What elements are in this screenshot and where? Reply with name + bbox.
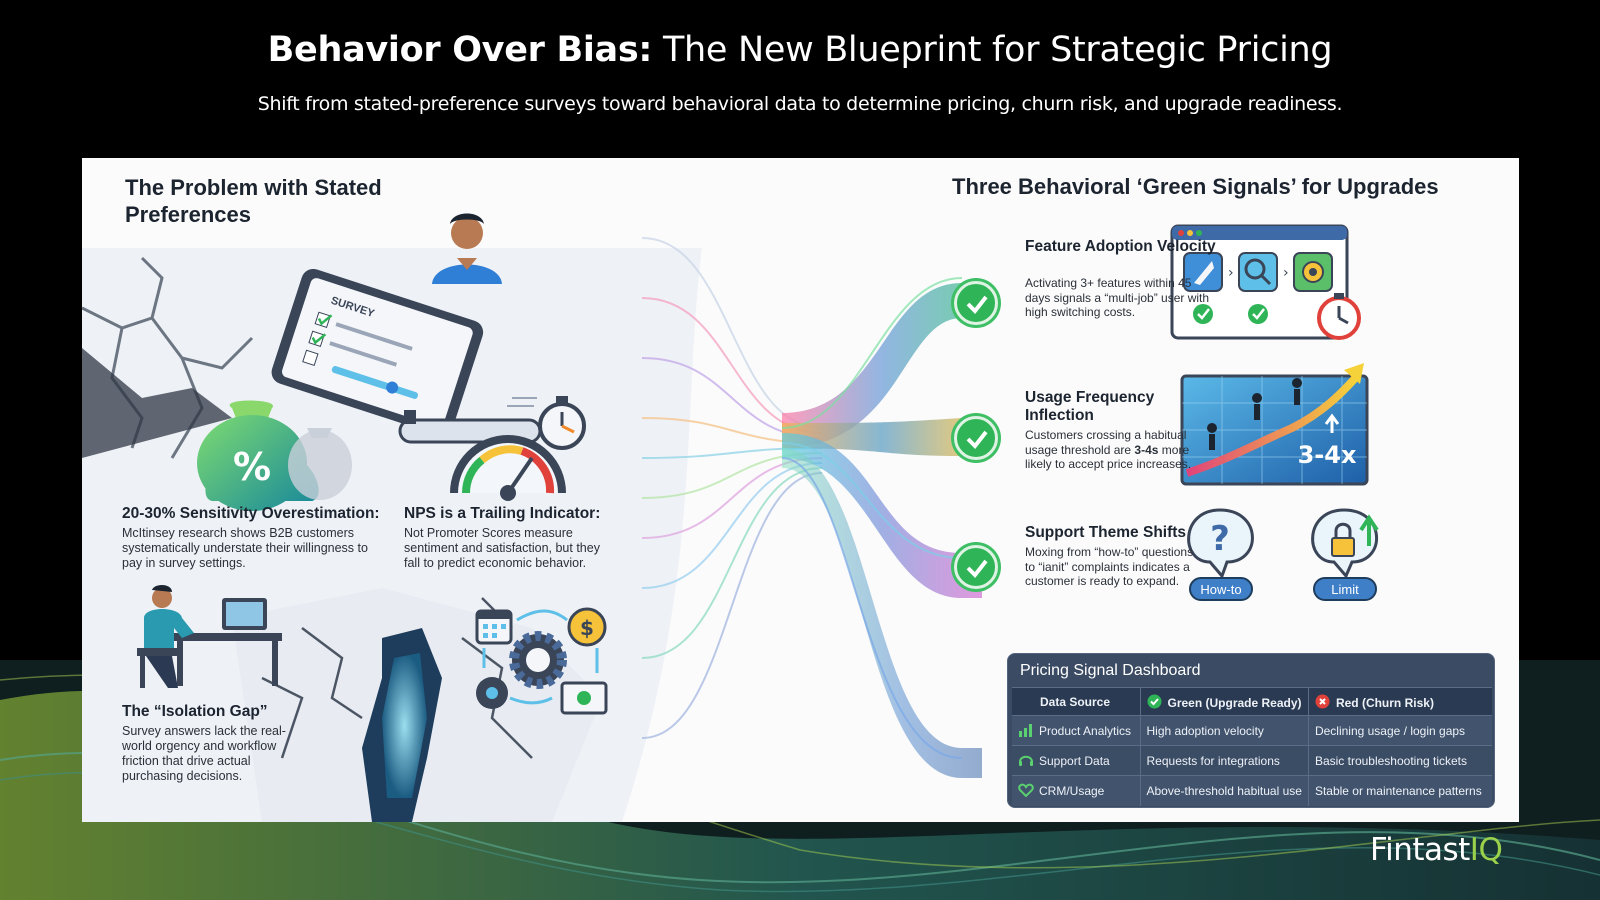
signal-title-feature: Feature Adoption Velocity bbox=[1025, 238, 1216, 255]
nps-gauge-icon bbox=[398, 410, 566, 501]
nps-title: NPS is a Trailing Indicator: bbox=[404, 505, 601, 522]
panel-illustration: SURVEY % bbox=[82, 213, 1379, 822]
isolation-text: Survey answers lack the real-world orgen… bbox=[122, 724, 286, 783]
table-cell: Product Analytics bbox=[1012, 715, 1141, 746]
table-cell: High adoption velocity bbox=[1140, 715, 1309, 746]
stopwatch-icon bbox=[507, 396, 586, 450]
bar-chart-icon bbox=[1018, 723, 1034, 737]
pricing-signal-dashboard: Pricing Signal Dashboard Data Source Gre… bbox=[1007, 653, 1495, 808]
signals-heading: Three Behavioral ‘Green Signals’ for Upg… bbox=[952, 174, 1439, 199]
ribbon-feature bbox=[782, 283, 982, 448]
how-to-label: How-to bbox=[1200, 582, 1241, 597]
feature-adoption-window-icon: › › bbox=[1170, 224, 1361, 340]
table-cell: CRM/Usage bbox=[1012, 775, 1141, 806]
check-icon bbox=[954, 281, 998, 325]
sensitivity-title: 20-30% Sensitivity Overestimation: bbox=[122, 505, 380, 522]
table-row: Product Analytics High adoption velocity… bbox=[1012, 715, 1492, 746]
problem-heading: The Problem with Stated Preferences bbox=[125, 175, 382, 227]
main-panel: SURVEY % bbox=[82, 158, 1519, 822]
table-row: CRM/Usage Above-threshold habitual use S… bbox=[1012, 775, 1492, 806]
column-header: Data Source bbox=[1012, 687, 1141, 716]
svg-text:$: $ bbox=[580, 616, 594, 640]
usage-growth-chart-icon: 3-4x bbox=[1180, 363, 1369, 486]
survey-tablet-icon: SURVEY bbox=[271, 268, 484, 436]
table-cell: Above-threshold habitual use bbox=[1140, 775, 1309, 806]
sensitivity-text: McItinsey research shows B2B customers s… bbox=[122, 526, 368, 570]
signal-text-usage: Customers crossing a habitual usage thre… bbox=[1025, 428, 1192, 471]
svg-text:?: ? bbox=[1210, 519, 1230, 559]
cracked-ground-bottom bbox=[232, 588, 602, 822]
table-row: Support Data Requests for integrations B… bbox=[1012, 745, 1492, 776]
svg-text:›: › bbox=[1228, 265, 1234, 281]
multiplier-label: 3-4x bbox=[1298, 441, 1357, 469]
limit-bubble-icon: Limit bbox=[1311, 508, 1379, 601]
table-cell: Stable or maintenance patterns bbox=[1308, 775, 1492, 806]
headset-icon bbox=[1018, 753, 1034, 767]
page-subtitle: Shift from stated-preference surveys tow… bbox=[257, 93, 1343, 115]
workflow-cycle-icon: $ bbox=[475, 607, 608, 715]
dashboard-table: Data Source Green (Upgrade Ready) Red (C… bbox=[1012, 687, 1492, 806]
how-to-bubble-icon: ? How-to bbox=[1187, 508, 1254, 601]
check-circle-icon bbox=[1147, 694, 1163, 708]
signal-title-support: Support Theme Shifts bbox=[1025, 524, 1187, 541]
x-circle-icon bbox=[1315, 694, 1331, 708]
signal-text-support: Moxing from “how-to” questions to “ianit… bbox=[1025, 545, 1194, 588]
signal-text-feature: Activating 3+ features within 45 days si… bbox=[1025, 276, 1210, 319]
user-avatar-icon bbox=[432, 213, 502, 284]
table-cell: Support Data bbox=[1012, 745, 1141, 776]
column-header: Green (Upgrade Ready) bbox=[1140, 687, 1309, 716]
brand-logo: FintastIQ bbox=[1370, 832, 1503, 868]
check-icon bbox=[954, 416, 998, 460]
table-cell: Basic troubleshooting tickets bbox=[1308, 745, 1492, 776]
ribbon-dashboard bbox=[782, 448, 982, 778]
dashboard-title: Pricing Signal Dashboard bbox=[1020, 662, 1201, 679]
page-title: Behavior Over Bias: The New Blueprint fo… bbox=[267, 30, 1333, 70]
svg-text:›: › bbox=[1283, 265, 1289, 281]
limit-label: Limit bbox=[1331, 582, 1359, 597]
signal-title-usage: Usage Frequency Inflection bbox=[1025, 389, 1155, 424]
check-icon bbox=[954, 545, 998, 589]
heart-icon bbox=[1018, 783, 1034, 798]
nps-text: Not Promoter Scores measure sentiment an… bbox=[404, 526, 600, 570]
table-cell: Declining usage / login gaps bbox=[1308, 715, 1492, 746]
column-header: Red (Churn Risk) bbox=[1308, 687, 1492, 716]
table-cell: Requests for integrations bbox=[1140, 745, 1309, 776]
svg-text:%: % bbox=[233, 445, 271, 489]
isolation-title: The “Isolation Gap” bbox=[122, 703, 268, 720]
person-at-desk-icon bbox=[137, 584, 282, 688]
money-bag-icon: % bbox=[197, 400, 352, 511]
